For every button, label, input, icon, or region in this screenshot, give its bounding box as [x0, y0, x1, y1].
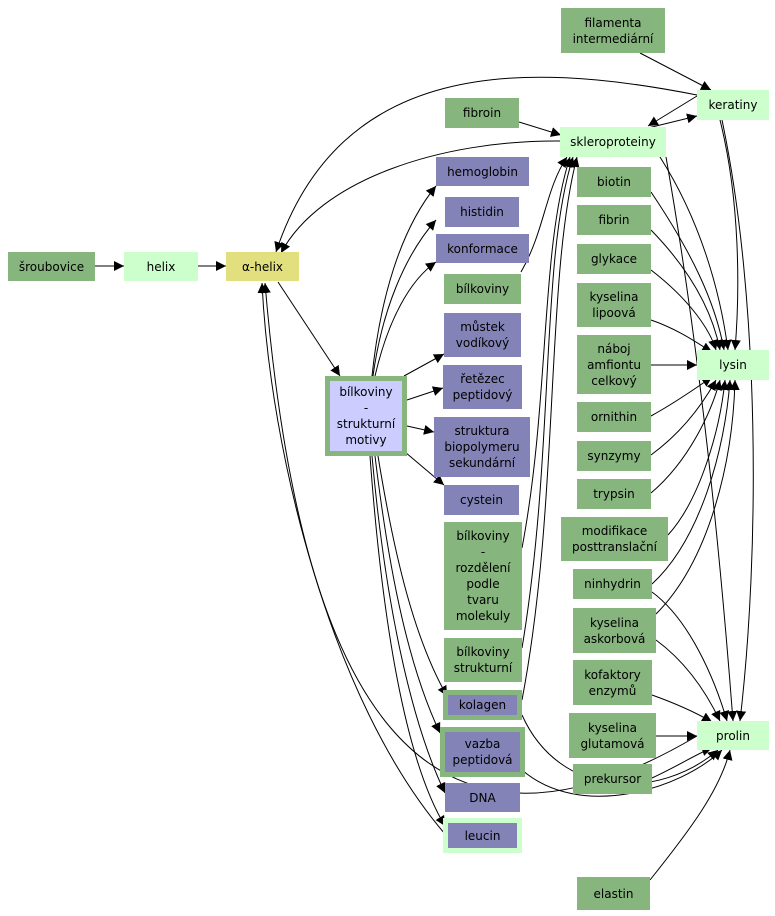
edge-fibrin-lysin	[650, 229, 723, 351]
edge-motivy-dna	[371, 455, 446, 794]
edge-askorbova-prolin	[655, 639, 721, 722]
node-histidin[interactable]: histidin	[445, 197, 519, 227]
node-vazba-peptidova[interactable]: vazba peptidová	[440, 727, 525, 777]
edge-motivy-konformace	[374, 261, 437, 377]
node-bilkoviny-strukturni-motivy[interactable]: bílkoviny - strukturní motivy	[325, 376, 407, 456]
edge-fibroin-skleroproteiny	[518, 121, 562, 137]
node-alpha-helix[interactable]: α-helix	[226, 252, 299, 281]
edge-prekursor-prolin	[651, 746, 713, 779]
edge-motivy-struktura	[406, 424, 435, 435]
edge-keratiny-lysin	[719, 119, 741, 351]
edge-synzymy-lysin	[650, 379, 717, 456]
node-retezec-peptidovy[interactable]: řetězec peptidový	[443, 365, 522, 409]
edge-kofaktory-prolin	[651, 694, 713, 723]
edge-motivy-leucin	[369, 455, 446, 827]
node-prolin[interactable]: prolin	[697, 721, 769, 750]
node-leucin[interactable]: leucin	[443, 818, 522, 853]
edge-motivy-mustek	[403, 353, 445, 377]
node-synzymy[interactable]: synzymy	[577, 441, 651, 471]
edge-trypsin-lysin	[650, 379, 723, 494]
edge-lipoova-lysin	[650, 319, 713, 353]
node-kolagen[interactable]: kolagen	[443, 690, 522, 720]
node-kyselina-askorbova[interactable]: kyselina askorbová	[573, 608, 656, 653]
edge-keratiny-alphahelix	[274, 76, 698, 253]
node-ninhydrin[interactable]: ninhydrin	[573, 569, 652, 599]
node-lysin[interactable]: lysin	[697, 350, 769, 380]
node-naboj-amfiontu-celkovy[interactable]: náboj amfiontu celkový	[577, 335, 651, 394]
edge-filamenta-keratiny	[639, 52, 712, 91]
node-kyselina-lipoova[interactable]: kyselina lipoová	[577, 283, 651, 327]
node-filamenta-intermediarni[interactable]: filamenta intermediární	[561, 8, 665, 53]
node-konformace[interactable]: konformace	[436, 234, 529, 263]
edge-ninhydrin-lysin	[651, 379, 735, 585]
node-glykace[interactable]: glykace	[577, 244, 651, 274]
node-cystein[interactable]: cystein	[444, 485, 519, 515]
edge-rozdeleni-skleroproteiny	[521, 156, 572, 549]
edge-motivy-retezec	[406, 386, 444, 401]
edge-biotin-lysin	[650, 191, 728, 351]
edge-motivy-vazba	[374, 455, 441, 734]
node-fibrin[interactable]: fibrin	[577, 205, 651, 235]
node-bilkoviny-strukturni[interactable]: bílkoviny strukturní	[444, 638, 522, 682]
edge-motivy-histidin	[372, 219, 437, 377]
node-struktura-biopolymeru-sekundarni[interactable]: struktura biopolymeru sekundární	[434, 417, 530, 477]
edge-skleroproteiny-lysin	[659, 156, 732, 351]
node-mustek-vodikovy[interactable]: můstek vodíkový	[444, 313, 521, 357]
node-trypsin[interactable]: trypsin	[577, 479, 651, 509]
node-bilkoviny-rozdeleni[interactable]: bílkoviny - rozdělení podle tvaru moleku…	[444, 522, 522, 630]
edge-kolagen-skleroproteiny	[521, 156, 580, 701]
edge-glykace-lysin	[650, 269, 718, 351]
node-skleroproteiny[interactable]: skleroproteiny	[560, 127, 666, 157]
edge-strukturni-skleroproteiny	[521, 156, 575, 649]
edge-skleroproteiny-alphahelix	[280, 140, 561, 254]
node-keratiny[interactable]: keratiny	[697, 90, 769, 120]
node-hemoglobin[interactable]: hemoglobin	[436, 157, 529, 186]
node-dna[interactable]: DNA	[445, 783, 520, 812]
edge-ninhydrin-prolin	[651, 591, 729, 722]
node-kyselina-glutamova[interactable]: kyselina glutamová	[569, 713, 656, 758]
edge-skleroproteiny-keratiny	[647, 113, 698, 129]
edge-keratiny-prolin	[721, 119, 754, 722]
edge-modifikace-lysin	[667, 379, 729, 536]
edge-skleroproteiny-prolin	[665, 156, 738, 722]
edge-elastin-prolin	[649, 749, 733, 881]
edge-motivy-hemoglobin	[371, 185, 437, 377]
node-ornithin[interactable]: ornithin	[577, 402, 651, 432]
edge-leucin-alphahelix	[257, 282, 446, 835]
edge-keratiny-skleroproteiny	[647, 95, 698, 127]
edge-askorbova-lysin	[655, 379, 740, 615]
edge-alphahelix-motivy	[277, 281, 341, 377]
node-helix[interactable]: helix	[124, 252, 198, 281]
node-fibroin[interactable]: fibroin	[445, 98, 519, 128]
node-prekursor[interactable]: prekursor	[573, 764, 652, 794]
edge-motivy-cystein	[404, 451, 445, 486]
edge-motivy-kolagen	[377, 455, 448, 697]
node-modifikace-posttranslacni[interactable]: modifikace posttranslační	[561, 517, 668, 561]
node-sroubovice[interactable]: šroubovice	[8, 252, 95, 281]
node-kofaktory-enzymu[interactable]: kofaktory enzymů	[573, 660, 652, 705]
node-elastin[interactable]: elastin	[577, 877, 650, 910]
node-biotin[interactable]: biotin	[577, 167, 651, 197]
node-bilkoviny[interactable]: bílkoviny	[444, 274, 521, 304]
